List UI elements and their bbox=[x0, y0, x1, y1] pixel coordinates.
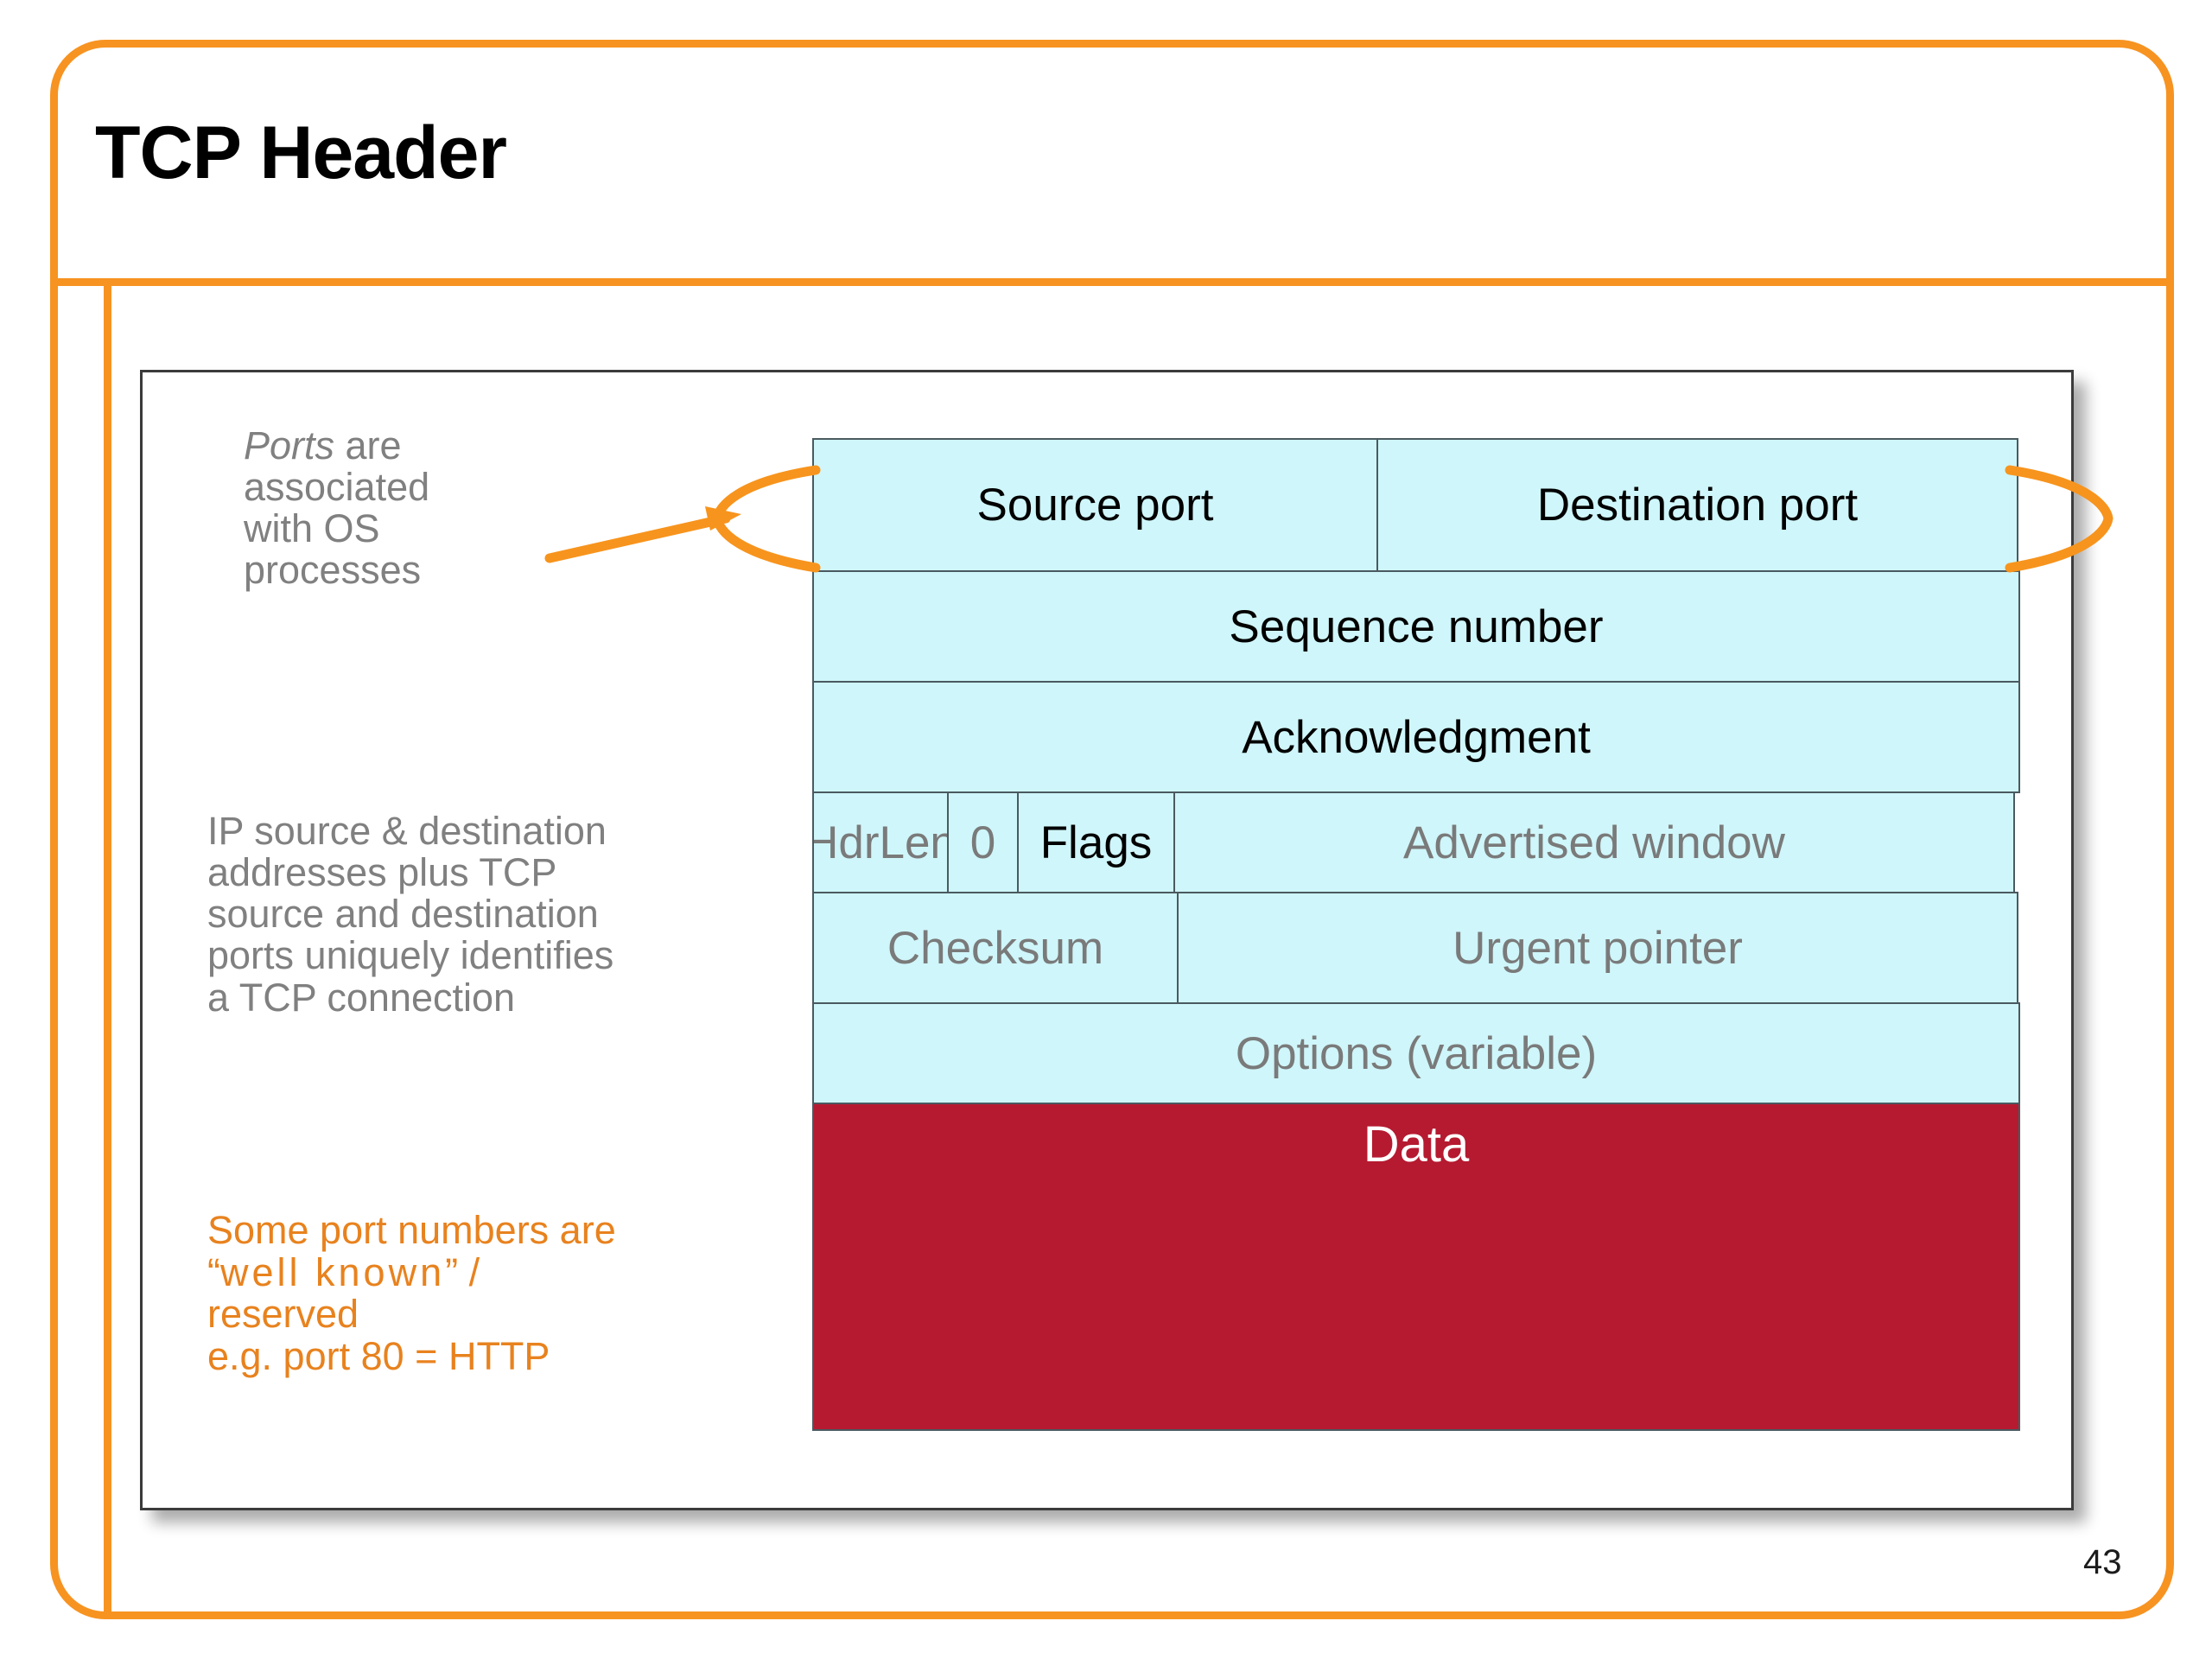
tcp-field-flags: Flags bbox=[1017, 791, 1175, 893]
tcp-field-options-variable: Options (variable) bbox=[812, 1002, 2020, 1104]
page-title: TCP Header bbox=[95, 111, 507, 194]
options-row: Options (variable) bbox=[812, 1002, 2020, 1104]
note-wellknown-line4: e.g. port 80 = HTTP bbox=[207, 1333, 550, 1378]
tcp-field-sequence-number: Sequence number bbox=[812, 570, 2020, 683]
note-ports-rest: are associated with OS processes bbox=[244, 423, 430, 593]
note-wellknown-spaced: well known bbox=[220, 1249, 446, 1294]
note-wellknown-line3: reserved bbox=[207, 1292, 359, 1337]
quote-open: “ bbox=[207, 1249, 220, 1294]
ports-callout-arrow bbox=[544, 506, 741, 563]
note-wellknown-ports: Some port numbers are “well known” / res… bbox=[207, 1208, 760, 1378]
note-ports: Ports are associated with OS processes bbox=[244, 423, 607, 593]
note-ports-emphasis: Ports bbox=[244, 423, 335, 467]
note-wellknown-line1: Some port numbers are bbox=[207, 1208, 616, 1252]
quote-close: ” bbox=[445, 1249, 459, 1294]
tcp-field-urgent-pointer: Urgent pointer bbox=[1177, 892, 2018, 1004]
sequence-row: Sequence number bbox=[812, 570, 2020, 683]
tcp-field-source-port: Source port bbox=[812, 438, 1378, 572]
title-divider bbox=[50, 278, 2174, 286]
tcp-field-hdrlen: HdrLen bbox=[812, 791, 949, 893]
tcp-field-advertised-window: Advertised window bbox=[1173, 791, 2015, 893]
tcp-field-checksum: Checksum bbox=[812, 892, 1179, 1004]
note-wellknown-line2: “well known” / bbox=[207, 1249, 760, 1294]
note-wellknown-slash: / bbox=[458, 1249, 480, 1294]
tcp-field-destination-port: Destination port bbox=[1376, 438, 2018, 572]
body-left-accent-rule bbox=[104, 283, 111, 1614]
data-row: Data bbox=[812, 1103, 2020, 1431]
acknowledgment-row: Acknowledgment bbox=[812, 681, 2020, 793]
page-number: 43 bbox=[2083, 1543, 2122, 1581]
note-connection: IP source & destination addresses plus T… bbox=[207, 809, 614, 1020]
tcp-field-0: 0 bbox=[947, 791, 1019, 893]
tcp-field-acknowledgment: Acknowledgment bbox=[812, 681, 2020, 793]
tcp-field-data: Data bbox=[812, 1103, 2020, 1431]
